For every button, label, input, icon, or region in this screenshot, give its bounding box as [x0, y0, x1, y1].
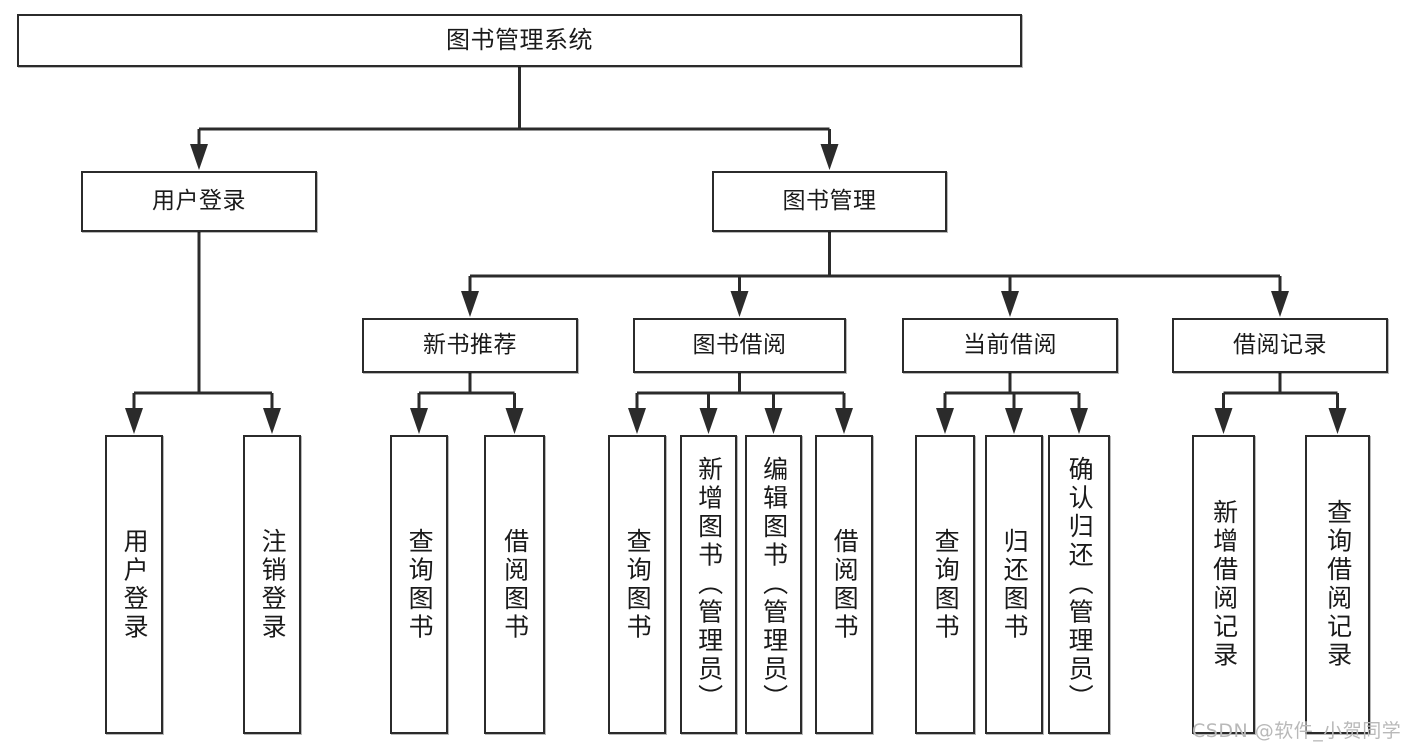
node-label-leaf-borrow-query: 查询图书 [623, 527, 653, 642]
node-label-current-borrow: 当前借阅 [963, 332, 1057, 359]
node-label-leaf-book-edit: 编辑图书（管理员） [759, 456, 789, 713]
arrow-head-leaf-rec-search [1328, 408, 1347, 434]
node-book-mgmt[interactable]: 图书管理 [712, 171, 947, 232]
arrow-head-book-mgmt [820, 144, 839, 170]
node-label-user-login: 用户登录 [152, 188, 246, 215]
node-leaf-borrow-query[interactable]: 查询图书 [608, 435, 666, 734]
node-leaf-book-borrow[interactable]: 借阅图书 [815, 435, 873, 734]
node-leaf-rec-query[interactable]: 查询图书 [390, 435, 448, 734]
node-leaf-user-logout[interactable]: 注销登录 [243, 435, 301, 734]
arrow-head-leaf-cur-confirm [1070, 408, 1088, 434]
node-borrow-record[interactable]: 借阅记录 [1172, 318, 1388, 373]
node-label-leaf-book-borrow: 借阅图书 [830, 527, 860, 642]
node-label-leaf-rec-query: 查询图书 [405, 527, 435, 642]
node-label-leaf-rec-borrow: 借阅图书 [500, 527, 530, 642]
arrow-head-leaf-cur-return [1005, 408, 1023, 434]
arrow-head-leaf-book-add [699, 408, 718, 434]
node-leaf-book-add[interactable]: 新增图书（管理员） [680, 435, 737, 734]
node-leaf-cur-query[interactable]: 查询图书 [915, 435, 975, 734]
node-label-leaf-book-add: 新增图书（管理员） [694, 456, 724, 713]
arrow-head-leaf-user-login [125, 408, 143, 434]
arrow-head-user-login [190, 144, 208, 170]
node-label-leaf-cur-return: 归还图书 [1000, 527, 1030, 642]
node-leaf-rec-borrow[interactable]: 借阅图书 [484, 435, 545, 734]
arrow-head-leaf-borrow-query [628, 408, 646, 434]
arrow-head-leaf-book-borrow [835, 408, 853, 434]
node-leaf-rec-add[interactable]: 新增借阅记录 [1192, 435, 1255, 734]
arrow-head-leaf-cur-query [936, 408, 954, 434]
node-label-book-borrow: 图书借阅 [692, 332, 787, 359]
arrow-head-leaf-rec-add [1214, 408, 1233, 434]
node-label-borrow-record: 借阅记录 [1233, 332, 1327, 359]
arrow-head-leaf-user-logout [263, 408, 281, 434]
arrow-head-book-borrow [730, 291, 749, 317]
node-label-leaf-rec-search: 查询借阅记录 [1323, 499, 1353, 670]
node-label-new-book-rec: 新书推荐 [423, 332, 517, 359]
node-leaf-cur-return[interactable]: 归还图书 [985, 435, 1043, 734]
node-label-root: 图书管理系统 [446, 25, 593, 54]
node-leaf-user-login[interactable]: 用户登录 [105, 435, 163, 734]
node-label-leaf-user-logout: 注销登录 [258, 527, 288, 642]
arrow-head-leaf-rec-query [410, 408, 428, 434]
node-root[interactable]: 图书管理系统 [17, 14, 1022, 67]
node-book-borrow[interactable]: 图书借阅 [633, 318, 846, 373]
node-label-book-mgmt: 图书管理 [782, 188, 877, 215]
node-label-leaf-user-login: 用户登录 [120, 527, 150, 642]
node-label-leaf-cur-query: 查询图书 [931, 527, 961, 642]
arrow-head-current-borrow [1001, 291, 1019, 317]
node-label-leaf-rec-add: 新增借阅记录 [1209, 499, 1239, 670]
node-current-borrow[interactable]: 当前借阅 [902, 318, 1118, 373]
node-leaf-book-edit[interactable]: 编辑图书（管理员） [745, 435, 802, 734]
arrow-head-new-book-rec [461, 291, 479, 317]
node-leaf-cur-confirm[interactable]: 确认归还（管理员） [1048, 435, 1110, 734]
node-user-login[interactable]: 用户登录 [81, 171, 317, 232]
node-new-book-rec[interactable]: 新书推荐 [362, 318, 578, 373]
arrow-head-leaf-book-edit [764, 408, 783, 434]
arrow-head-borrow-record [1271, 291, 1289, 317]
node-label-leaf-cur-confirm: 确认归还（管理员） [1065, 456, 1095, 713]
node-leaf-rec-search[interactable]: 查询借阅记录 [1305, 435, 1370, 734]
arrow-head-leaf-rec-borrow [505, 408, 524, 434]
